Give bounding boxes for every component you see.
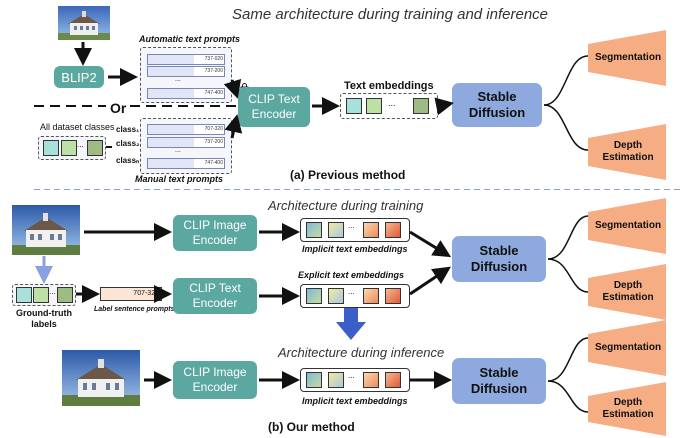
auto-prompts-label: Automatic text prompts <box>139 34 241 44</box>
embedding-tile <box>385 372 401 388</box>
embedding-tile <box>328 222 344 238</box>
blip2-box: BLIP2 <box>54 66 104 88</box>
embedding-tile <box>306 372 322 388</box>
clip-image-encoder-label-infer: CLIP Image Encoder <box>183 365 247 394</box>
implicit-embeddings-box-infer: ... <box>300 368 410 392</box>
implicit-embeddings-label-infer: Implicit text embeddings <box>302 396 408 406</box>
embedding-tile <box>306 288 322 304</box>
segmentation-head-train <box>588 198 666 254</box>
stable-diffusion-label: Stable Diffusion <box>468 89 526 120</box>
manual-prompts-label: Manual text prompts <box>135 174 224 184</box>
arch-train-title: Architecture during training <box>268 198 424 213</box>
label-prompt-value: 707-320 <box>133 290 159 297</box>
ellipsis: ... <box>348 221 355 230</box>
classes-box: ... <box>38 136 106 160</box>
blip2-label: BLIP2 <box>61 69 97 85</box>
bottom-connectors <box>35 215 589 413</box>
segmentation-label-infer: Segmentation <box>594 342 662 353</box>
prompt-row: 737-200 <box>147 66 225 77</box>
explicit-embeddings-label: Explicit text embeddings <box>298 270 405 280</box>
embedding-tile <box>346 98 362 114</box>
depth-label: Depth Estimation <box>602 140 654 163</box>
embedding-tile <box>363 222 379 238</box>
stable-diffusion-label-train: Stable Diffusion <box>470 243 528 274</box>
house-photo-infer <box>62 350 140 406</box>
top-connectors <box>34 42 680 190</box>
clip-image-encoder-box-infer: CLIP Image Encoder <box>173 361 257 399</box>
depth-head-infer <box>588 382 666 436</box>
embedding-tile <box>306 222 322 238</box>
or-label: Or <box>110 100 127 116</box>
depth-label-train: Depth Estimation <box>602 280 654 303</box>
arch-infer-title: Architecture during inference <box>278 345 445 360</box>
prompt-row: 737-020 <box>147 54 225 65</box>
clip-text-encoder-box-b: CLIP Text Encoder <box>173 278 257 314</box>
all-classes-label: All dataset classes <box>40 122 115 132</box>
stable-diffusion-box-infer: Stable Diffusion <box>452 358 546 404</box>
ellipsis: ... <box>175 76 181 83</box>
embedding-tile <box>363 288 379 304</box>
prompt-row: 737-200 <box>147 137 225 148</box>
house-photo <box>58 6 110 40</box>
caption-a: (a) Previous method <box>290 168 406 182</box>
explicit-embeddings-box: ... <box>300 284 410 308</box>
class-tile <box>33 287 49 303</box>
embedding-tile <box>366 98 382 114</box>
gt-labels-box: ... <box>12 284 76 306</box>
house-photo-train <box>12 205 80 255</box>
manual-prompts-box: 707-320 737-200 ... 747-400 <box>140 118 232 174</box>
embedding-tile <box>363 372 379 388</box>
auto-prompts-box: 737-020 737-200 ... 747-400 <box>140 47 232 103</box>
text-embeddings-box: ... <box>340 93 438 119</box>
clip-text-encoder-box: CLIP Text Encoder <box>238 87 310 127</box>
embedding-tile <box>413 98 429 114</box>
clip-image-encoder-box: CLIP Image Encoder <box>173 215 257 251</box>
ellipsis: ... <box>49 287 56 296</box>
stable-diffusion-box: Stable Diffusion <box>452 83 542 127</box>
class-2-label: class₂ <box>116 139 140 148</box>
depth-head-train <box>588 264 666 320</box>
ellipsis: ... <box>77 140 84 149</box>
embedding-tile <box>328 372 344 388</box>
clip-image-encoder-label: CLIP Image Encoder <box>183 218 247 247</box>
ellipsis: ... <box>348 371 355 380</box>
ellipsis: ... <box>175 147 181 154</box>
implicit-embeddings-box: ... <box>300 218 410 242</box>
clip-text-encoder-label-b: CLIP Text Encoder <box>189 281 241 310</box>
implicit-embeddings-label: Implicit text embeddings <box>302 244 408 254</box>
depth-label-infer: Depth Estimation <box>602 397 654 420</box>
segmentation-head-infer <box>588 320 666 376</box>
embedding-tile <box>328 288 344 304</box>
label-sentence-label: Label sentence prompts <box>94 306 175 313</box>
ellipsis: ... <box>388 98 396 108</box>
ellipsis: ... <box>348 287 355 296</box>
class-tile <box>57 287 73 303</box>
top-title: Same architecture during training and in… <box>232 6 549 23</box>
class-n-label: classₙ <box>116 156 140 165</box>
gt-labels-label: Ground-truth labels <box>16 308 72 329</box>
segmentation-label: Segmentation <box>594 52 662 63</box>
stable-diffusion-box-train: Stable Diffusion <box>452 236 546 282</box>
stable-diffusion-label-infer: Stable Diffusion <box>470 365 528 396</box>
prompt-row: 707-320 <box>147 124 225 135</box>
depth-head <box>588 124 666 180</box>
clip-text-encoder-label: CLIP Text Encoder <box>248 92 300 121</box>
class-tile <box>16 287 32 303</box>
caption-b: (b) Our method <box>268 420 355 434</box>
text-embeddings-label: Text embeddings <box>344 80 434 92</box>
class-1-label: class₁ <box>116 125 140 134</box>
prompt-row: 747-400 <box>147 158 225 169</box>
segmentation-label-train: Segmentation <box>594 220 662 231</box>
class-tile <box>43 140 59 156</box>
class-tile <box>87 140 103 156</box>
embedding-tile <box>385 288 401 304</box>
class-tile <box>61 140 77 156</box>
segmentation-head <box>588 30 666 86</box>
embedding-tile <box>385 222 401 238</box>
